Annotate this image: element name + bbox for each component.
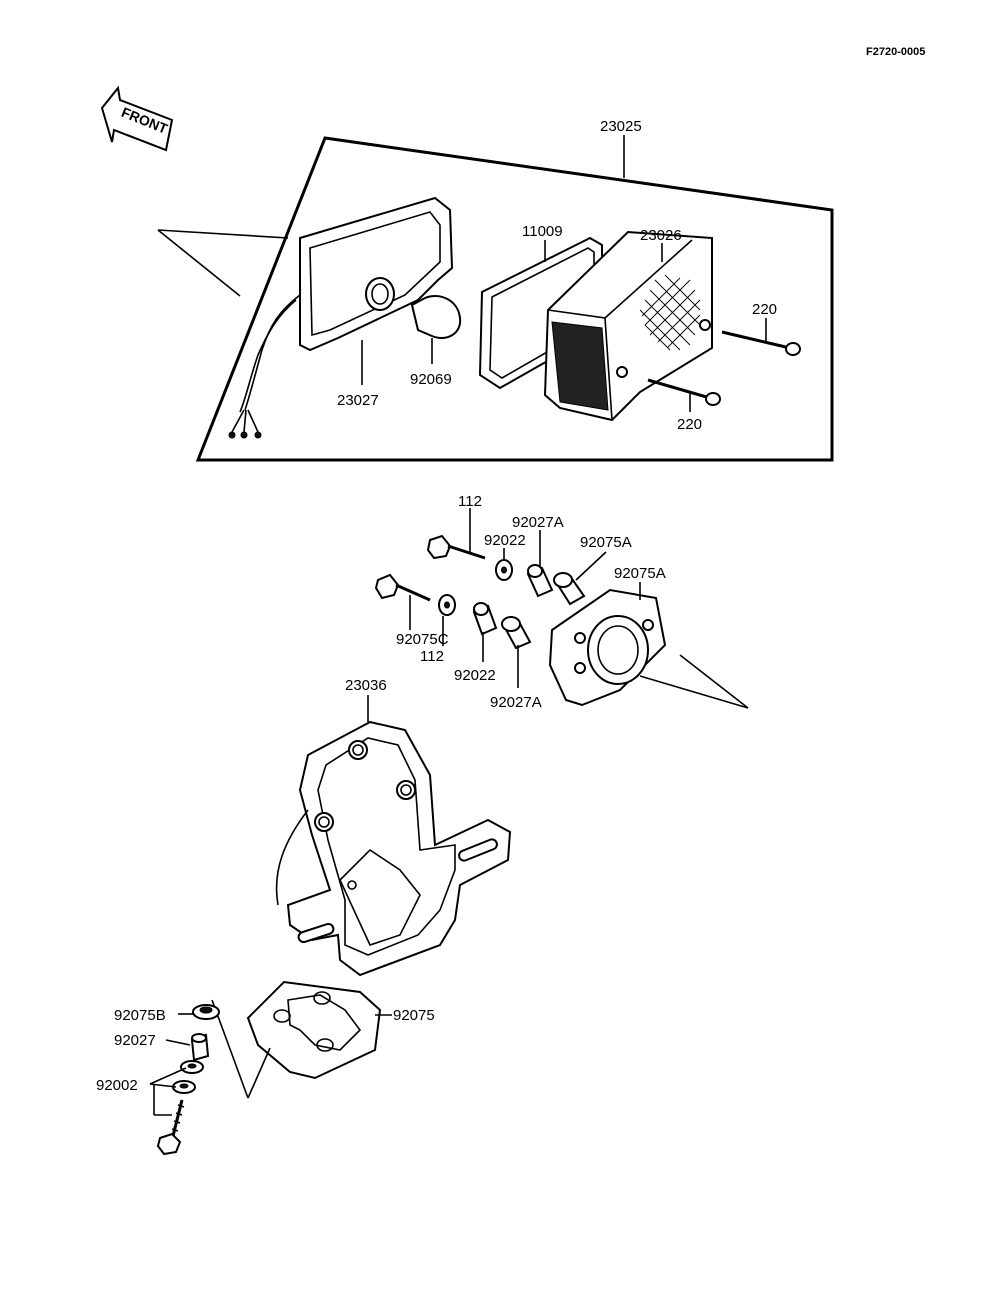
callout-92075C: 92075A: [614, 565, 666, 582]
washer-92022-top: [495, 559, 513, 581]
collar-92027: [190, 1033, 210, 1062]
callout-92022-top: 92022: [484, 532, 526, 549]
license-bracket: [275, 720, 512, 977]
bushing-92075A-bottom: [501, 616, 532, 650]
reference-code: F2720-0005: [866, 46, 925, 58]
washer-92002-top: [180, 1060, 204, 1074]
bushing-92075A-top: [553, 572, 586, 606]
callout-23026: 23026: [640, 227, 682, 244]
callout-112-bottom: 92075C: [396, 631, 449, 648]
assembly-frame: [195, 136, 834, 462]
collar-92027A-bottom: [472, 602, 498, 636]
callout-92027: 92027: [114, 1032, 156, 1049]
rubber-pad: [246, 980, 382, 1080]
callout-23025: 23025: [600, 118, 642, 135]
wire-harness: [228, 294, 301, 439]
callout-23036: 23036: [345, 677, 387, 694]
leader-housing-b: [157, 229, 241, 297]
leader-92027: [165, 1039, 191, 1046]
housing-base: [299, 196, 454, 352]
washer-92002-bottom: [172, 1080, 196, 1094]
lens: [543, 230, 713, 422]
front-arrow: FRONT: [100, 85, 174, 152]
washer-92075B: [192, 1004, 220, 1020]
leader-pad-a: [211, 999, 249, 1099]
callout-112-top: 112: [458, 493, 482, 510]
callout-11009: 11009: [522, 223, 563, 240]
callout-92022-bottom: 112: [420, 648, 444, 665]
bolt-112-bottom: [374, 573, 431, 602]
leader-92002: [149, 1067, 187, 1116]
collar-92027A-top: [526, 564, 554, 598]
bolt-92002: [156, 1099, 185, 1156]
callout-92075A-bottom: 92027A: [490, 694, 542, 711]
callout-92002: 92002: [96, 1077, 138, 1094]
bolt-112-top: [426, 534, 486, 560]
callout-92075B: 92075B: [114, 1007, 166, 1024]
screw-bottom: [647, 378, 721, 406]
callout-92027A-top: 92027A: [512, 514, 564, 531]
screw-top: [721, 330, 801, 356]
washer-92022-bottom: [438, 594, 456, 616]
damper-plate: [548, 588, 667, 707]
callout-92075: 92075: [393, 1007, 435, 1024]
callout-220-top: 220: [752, 301, 777, 318]
callout-92069: 92069: [410, 371, 452, 388]
callout-92075A-top: 92075A: [580, 534, 632, 551]
leader-damper-b: [639, 675, 749, 709]
leader-housing-a: [157, 229, 289, 239]
leader-92075A-top: [575, 551, 607, 581]
callout-23027: 23027: [337, 392, 379, 409]
leader-pad-b: [247, 1047, 271, 1099]
leader-damper-a: [679, 654, 749, 709]
callout-92027A-bottom: 92022: [454, 667, 496, 684]
callout-220-bottom: 220: [677, 416, 702, 433]
bulb: [410, 295, 462, 339]
